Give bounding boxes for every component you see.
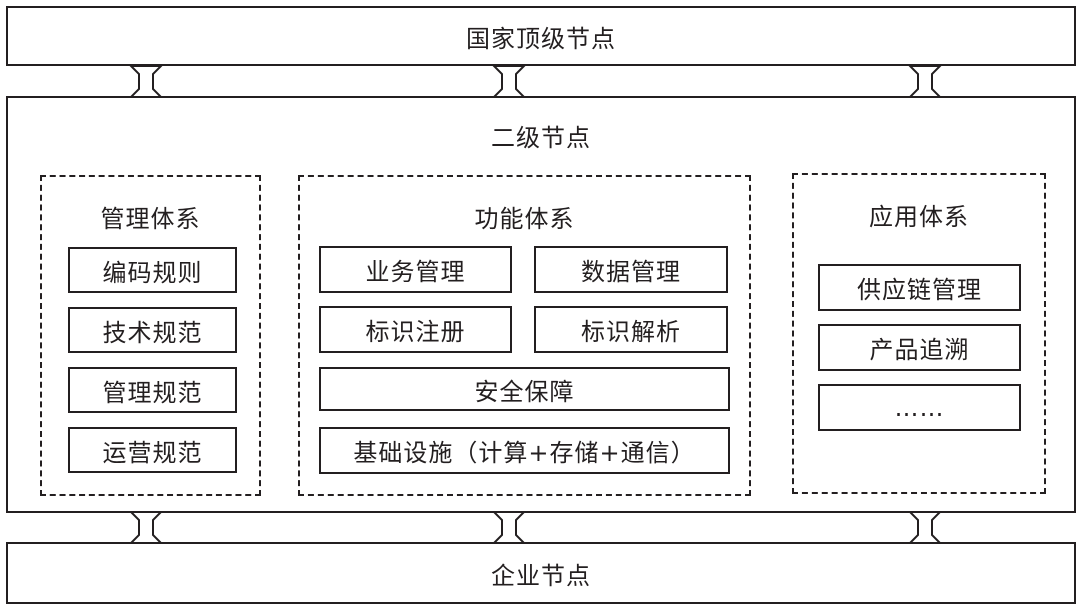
function-item-infrastructure: 基础设施（计算+存储+通信） <box>319 427 730 474</box>
enterprise-node-label: 企业节点 <box>491 561 591 590</box>
management-system-title: 管理体系 <box>100 204 201 233</box>
management-item-tech-spec: 技术规范 <box>68 307 237 353</box>
management-item-mgmt-spec: 管理规范 <box>68 367 237 413</box>
function-item-id-registration: 标识注册 <box>319 306 512 353</box>
function-item-data-mgmt: 数据管理 <box>534 246 728 293</box>
application-item-ellipsis: …… <box>818 384 1021 431</box>
management-item-ops-spec: 运营规范 <box>68 427 237 473</box>
arrow-bottom-center <box>491 511 527 544</box>
enterprise-node: 企业节点 <box>6 542 1076 604</box>
secondary-node-title: 二级节点 <box>491 123 591 152</box>
management-item-coding-rules: 编码规则 <box>68 247 237 293</box>
application-system-group: 应用体系 <box>792 173 1046 494</box>
application-item-traceability: 产品追溯 <box>818 324 1021 371</box>
arrow-bottom-right <box>907 511 943 544</box>
arrow-bottom-left <box>128 511 164 544</box>
top-level-node-label: 国家顶级节点 <box>466 24 616 53</box>
top-level-node: 国家顶级节点 <box>6 6 1076 66</box>
arrow-top-center <box>491 65 527 98</box>
arrow-top-right <box>907 65 943 98</box>
arrow-top-left <box>128 65 164 98</box>
function-item-id-resolution: 标识解析 <box>534 306 728 353</box>
application-item-supply-chain: 供应链管理 <box>818 264 1021 311</box>
function-system-group: 功能体系 <box>298 175 751 496</box>
function-item-business-mgmt: 业务管理 <box>319 246 512 293</box>
management-system-group: 管理体系 <box>40 175 261 496</box>
function-system-title: 功能体系 <box>474 204 575 233</box>
application-system-title: 应用体系 <box>869 202 969 231</box>
function-item-security: 安全保障 <box>319 367 730 411</box>
